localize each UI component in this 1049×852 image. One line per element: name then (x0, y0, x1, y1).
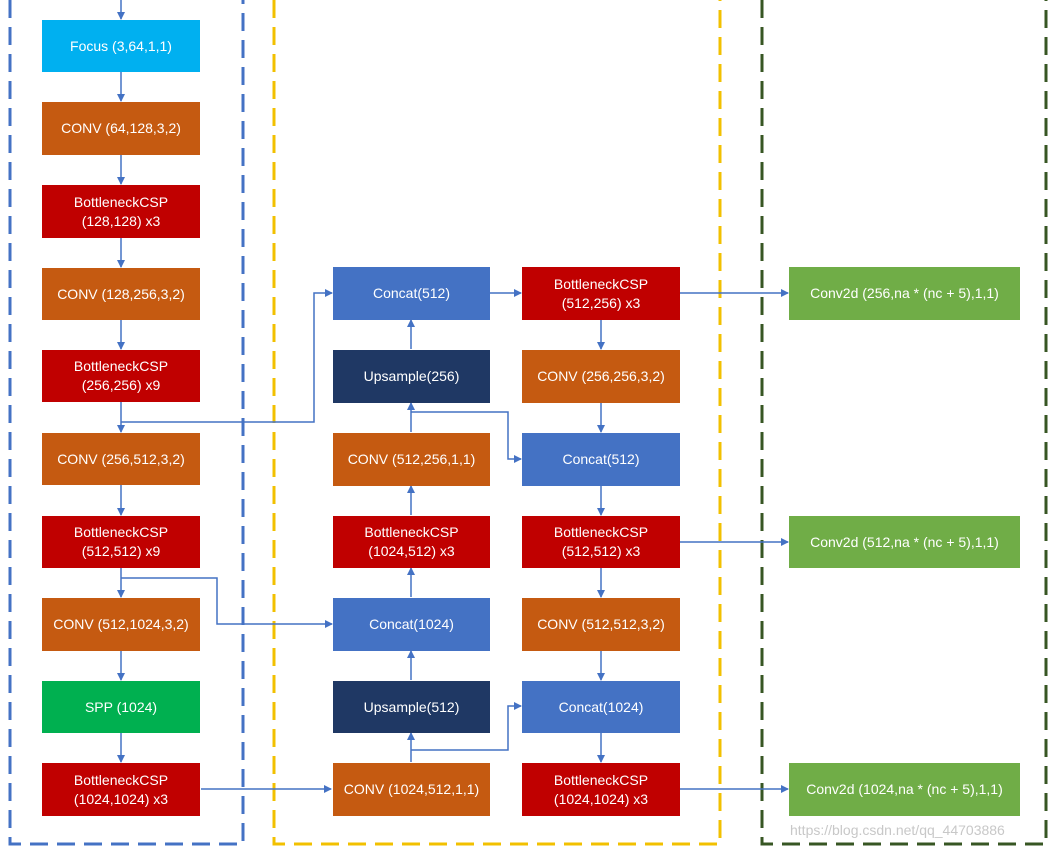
lateral-arrow-neck-conv2-to-pan-concat2 (411, 702, 522, 751)
backbone-conv3-node: CONV (256,512,3,2) (42, 433, 200, 485)
lateral-arrow-neck-conv1-to-pan-concat1 (411, 411, 522, 463)
head-conv2d2-node: Conv2d (512,na * (nc + 5),1,1) (789, 516, 1020, 568)
backbone-csp2-node: BottleneckCSP (256,256) x9 (42, 350, 200, 402)
skip-arrow-csp2-to-concat512 (121, 289, 333, 423)
head-conv2d3-node: Conv2d (1024,na * (nc + 5),1,1) (789, 763, 1020, 816)
backbone-conv4-node: CONV (512,1024,3,2) (42, 598, 200, 651)
neck-concat2-node: Concat(1024) (333, 598, 490, 651)
backbone-conv2-node: CONV (128,256,3,2) (42, 268, 200, 320)
head-section-border (760, 0, 1048, 846)
pan-csp1-node: BottleneckCSP (512,256) x3 (522, 267, 680, 320)
neck-conv2-node: CONV (1024,512,1,1) (333, 763, 490, 816)
neck-conv1-node: CONV (512,256,1,1) (333, 433, 490, 486)
backbone-csp1-node: BottleneckCSP (128,128) x3 (42, 185, 200, 238)
pan-csp2-node: BottleneckCSP (512,512) x3 (522, 516, 680, 568)
backbone-focus-node: Focus (3,64,1,1) (42, 20, 200, 72)
backbone-conv1-node: CONV (64,128,3,2) (42, 102, 200, 155)
neck-concat1-node: Concat(512) (333, 267, 490, 320)
neck-upsample1-node: Upsample(256) (333, 350, 490, 403)
watermark-text: https://blog.csdn.net/qq_44703886 (790, 822, 1005, 838)
pan-concat1-node: Concat(512) (522, 433, 680, 486)
head-conv2d1-node: Conv2d (256,na * (nc + 5),1,1) (789, 267, 1020, 320)
pan-csp3-node: BottleneckCSP (1024,1024) x3 (522, 763, 680, 816)
backbone-spp-node: SPP (1024) (42, 681, 200, 733)
backbone-csp3-node: BottleneckCSP (512,512) x9 (42, 516, 200, 568)
pan-conv2-node: CONV (512,512,3,2) (522, 598, 680, 651)
skip-arrow-csp3-to-concat1024 (121, 577, 333, 628)
neck-upsample2-node: Upsample(512) (333, 681, 490, 733)
pan-concat2-node: Concat(1024) (522, 681, 680, 733)
backbone-csp4-node: BottleneckCSP (1024,1024) x3 (42, 763, 200, 816)
pan-conv1-node: CONV (256,256,3,2) (522, 350, 680, 403)
neck-csp1-node: BottleneckCSP (1024,512) x3 (333, 516, 490, 568)
